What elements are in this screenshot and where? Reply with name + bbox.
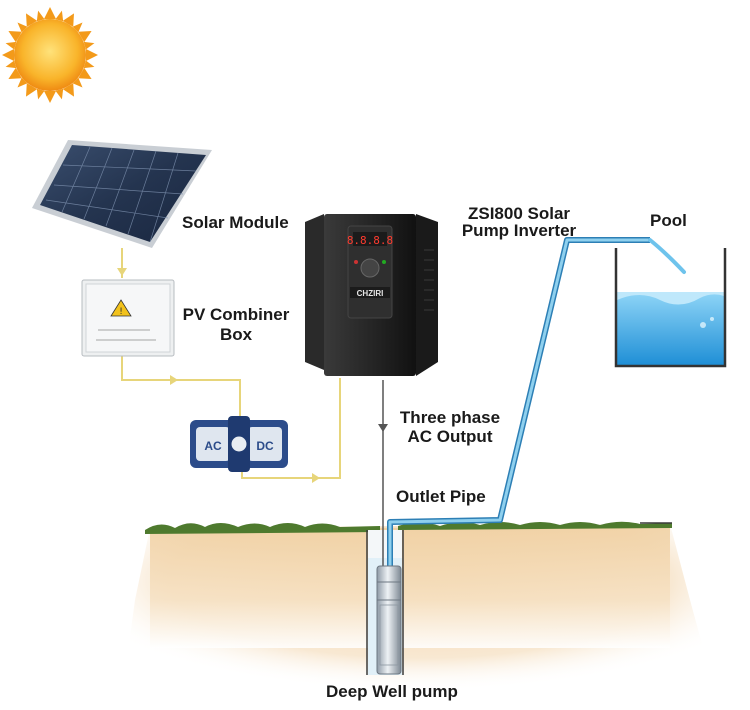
solar-module-label: Solar Module bbox=[182, 213, 289, 232]
ac-output-label-line2: AC Output bbox=[407, 427, 493, 446]
ac-output-label: Three phase AC Output bbox=[390, 408, 510, 446]
ac-output-cable bbox=[378, 380, 388, 580]
svg-text:!: ! bbox=[119, 307, 123, 317]
pool-label: Pool bbox=[650, 211, 687, 230]
breaker-ac-text: AC bbox=[204, 439, 222, 453]
sun-icon bbox=[2, 7, 98, 103]
solar-pump-inverter-icon: 8.8.8.8 CHZIRI bbox=[305, 214, 438, 376]
outlet-pipe bbox=[387, 237, 686, 580]
ground bbox=[120, 521, 720, 710]
deep-well-pump-icon bbox=[376, 565, 402, 675]
inverter-label-line2: Pump Inverter bbox=[461, 221, 577, 240]
pv-combiner-label-line1: PV Combiner bbox=[182, 305, 290, 324]
inverter-label-line1: ZSI800 Solar bbox=[467, 204, 571, 223]
ac-dc-breaker-icon: AC DC bbox=[190, 416, 288, 472]
inverter-label: ZSI800 Solar Pump Inverter bbox=[444, 205, 594, 239]
solar-panel-icon bbox=[32, 140, 212, 248]
pool-icon bbox=[614, 248, 727, 368]
breaker-dc-text: DC bbox=[256, 439, 274, 453]
inverter-display: 8.8.8.8 bbox=[347, 234, 393, 247]
deep-well-pump-label: Deep Well pump bbox=[326, 682, 458, 701]
ac-output-label-line1: Three phase bbox=[399, 408, 501, 427]
inverter-brand: CHZIRI bbox=[357, 289, 384, 298]
wire-arrows bbox=[117, 268, 320, 483]
outlet-pipe-label: Outlet Pipe bbox=[396, 487, 486, 506]
pv-combiner-label-line2: Box bbox=[219, 325, 253, 344]
pv-combiner-box-label: PV Combiner Box bbox=[176, 305, 296, 345]
pv-combiner-box-icon: ! bbox=[81, 279, 175, 357]
